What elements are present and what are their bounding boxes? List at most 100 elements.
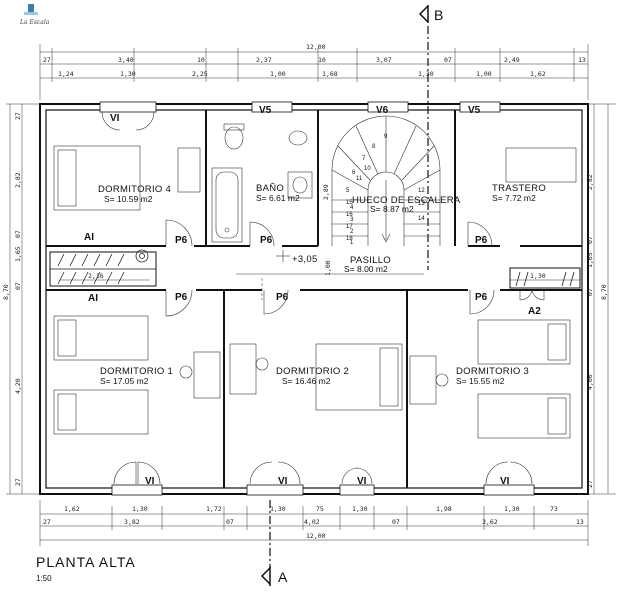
step-10: 10 bbox=[364, 166, 371, 172]
door-code-lower-1: P6 bbox=[175, 292, 188, 303]
dim-top-r2-5: 1,30 bbox=[418, 70, 434, 78]
window-code-bottom-3: VI bbox=[357, 476, 367, 487]
step-4: 4 bbox=[350, 205, 354, 211]
dim-top-r1-6: 07 bbox=[444, 56, 452, 64]
window-swings bbox=[101, 111, 533, 485]
dim-top-r1-1: 3,40 bbox=[118, 56, 134, 64]
dim-top-total: 12,00 bbox=[306, 43, 326, 51]
window-code-top-4: V5 bbox=[468, 105, 481, 116]
wardrobe-code-1: AI bbox=[84, 232, 94, 243]
window-code-top-1: VI bbox=[110, 113, 120, 124]
dim-inner-0: 2,16 bbox=[88, 272, 104, 280]
dim-bot-r1-2: 1,72 bbox=[206, 505, 222, 513]
section-mark-b: B bbox=[418, 5, 443, 270]
step-1: 1 bbox=[350, 240, 354, 246]
staircase bbox=[331, 115, 441, 246]
door-swings bbox=[165, 219, 545, 317]
bathroom-fixtures bbox=[211, 123, 313, 243]
dim-top-r2-2: 2,25 bbox=[192, 70, 208, 78]
interior-walls bbox=[46, 110, 582, 488]
step-9: 9 bbox=[384, 134, 388, 140]
wardrobe-hatching bbox=[57, 249, 575, 287]
room-name-dormitorio-4: DORMITORIO 4 bbox=[98, 184, 171, 195]
level-value: +3,05 bbox=[292, 254, 318, 265]
right-dimensions: 2,82 07 1,65 07 4,00 27 8,70 bbox=[586, 103, 616, 495]
section-label-bottom: A bbox=[278, 569, 288, 585]
dim-right-0: 2,82 bbox=[586, 174, 594, 190]
bottom-dimensions: 1,62 1,30 1,72 1,30 75 1,30 1,98 1,30 73… bbox=[39, 500, 589, 546]
dim-top-r2-7: 1,62 bbox=[530, 70, 546, 78]
dim-inner-3: 2,89 bbox=[322, 184, 330, 200]
dim-bot-r2-6: 13 bbox=[576, 518, 584, 526]
dim-bot-r1-4: 75 bbox=[316, 505, 324, 513]
window-code-bottom-2: VI bbox=[278, 476, 288, 487]
furniture bbox=[53, 145, 577, 439]
step-16: 16 bbox=[346, 212, 353, 218]
room-area-dormitorio-3: S= 15.55 m2 bbox=[456, 376, 505, 386]
section-label-top: B bbox=[434, 7, 443, 23]
step-15: 15 bbox=[346, 200, 353, 206]
dim-top-r1-5: 3,07 bbox=[376, 56, 392, 64]
room-area-pasillo: S= 8.00 m2 bbox=[344, 264, 388, 274]
dim-bot-r2-1: 3,82 bbox=[124, 518, 140, 526]
bottom-windows bbox=[111, 484, 535, 496]
dim-left-0: 27 bbox=[14, 112, 22, 120]
dim-top-r1-2: 10 bbox=[197, 56, 205, 64]
door-code-upper-3: P6 bbox=[475, 235, 488, 246]
dim-bot-r1-5: 1,30 bbox=[352, 505, 368, 513]
window-code-bottom-1: VI bbox=[145, 476, 155, 487]
logo-text: La Escala bbox=[19, 19, 50, 26]
room-area-dormitorio-4: S= 10.59 m2 bbox=[104, 194, 153, 204]
plan-title: PLANTA ALTA bbox=[36, 554, 136, 570]
dim-top-r1-0: 27 bbox=[43, 56, 51, 64]
dim-right-2: 1,65 bbox=[586, 252, 594, 268]
window-code-bottom-4: VI bbox=[500, 476, 510, 487]
step-5: 5 bbox=[346, 188, 350, 194]
dim-bot-r1-6: 1,98 bbox=[436, 505, 452, 513]
dim-bot-r2-0: 27 bbox=[43, 518, 51, 526]
dim-bot-r1-3: 1,30 bbox=[270, 505, 286, 513]
dim-left-3: 1,65 bbox=[14, 246, 22, 262]
dim-bot-r2-3: 4,02 bbox=[304, 518, 320, 526]
step-18: 18 bbox=[346, 236, 353, 242]
section-mark-a: A bbox=[260, 500, 288, 586]
room-name-pasillo: PASILLO bbox=[350, 255, 391, 266]
step-8: 8 bbox=[372, 144, 376, 150]
dim-right-1: 07 bbox=[586, 236, 594, 244]
dim-left-4: 07 bbox=[14, 282, 22, 290]
step-17: 17 bbox=[346, 224, 353, 230]
step-3: 3 bbox=[350, 217, 354, 223]
room-area-bano: S= 6.61 m2 bbox=[256, 193, 300, 203]
door-code-lower-3: P6 bbox=[475, 292, 488, 303]
dim-bot-r1-7: 1,30 bbox=[504, 505, 520, 513]
dim-top-r2-0: 1,24 bbox=[58, 70, 74, 78]
dim-top-r2-4: 1,68 bbox=[322, 70, 338, 78]
dim-left-1: 2,82 bbox=[14, 172, 22, 188]
dim-bot-r1-1: 1,30 bbox=[132, 505, 148, 513]
room-name-bano: BAÑO bbox=[256, 183, 284, 194]
dim-top-r2-6: 1,00 bbox=[476, 70, 492, 78]
dim-bot-r1-0: 1,62 bbox=[64, 505, 80, 513]
dim-right-3: 07 bbox=[586, 288, 594, 296]
dim-inner-1: 1,30 bbox=[530, 272, 546, 280]
dim-left-5: 4,20 bbox=[14, 378, 22, 394]
room-name-dormitorio-1: DORMITORIO 1 bbox=[100, 366, 173, 377]
room-area-dormitorio-2: S= 16.46 m2 bbox=[282, 376, 331, 386]
room-area-hueco-escalera: S= 8.87 m2 bbox=[370, 204, 414, 214]
room-area-trastero: S= 7.72 m2 bbox=[492, 193, 536, 203]
left-dimensions: 8,70 27 2,82 07 1,65 07 4,20 27 bbox=[2, 103, 40, 495]
dim-bot-r2-4: 07 bbox=[392, 518, 400, 526]
dim-bot-r2-2: 07 bbox=[226, 518, 234, 526]
room-name-dormitorio-3: DORMITORIO 3 bbox=[456, 366, 529, 377]
dim-right-total: 8,70 bbox=[600, 284, 608, 300]
dim-top-r1-3: 2,37 bbox=[256, 56, 272, 64]
plan-scale: 1:50 bbox=[36, 574, 52, 583]
room-name-hueco-escalera: HUECO DE ESCALERA bbox=[352, 195, 461, 206]
dim-bot-r2-5: 3,62 bbox=[482, 518, 498, 526]
door-code-lower-2: P6 bbox=[276, 292, 289, 303]
room-area-dormitorio-1: S= 17.05 m2 bbox=[100, 376, 149, 386]
dim-left-6: 27 bbox=[14, 478, 22, 486]
step-13: 13 bbox=[418, 201, 425, 207]
top-dimensions: 12,00 27 3,40 10 2,37 10 3,07 07 2,49 13… bbox=[39, 43, 589, 100]
window-code-top-3: V6 bbox=[376, 105, 389, 116]
